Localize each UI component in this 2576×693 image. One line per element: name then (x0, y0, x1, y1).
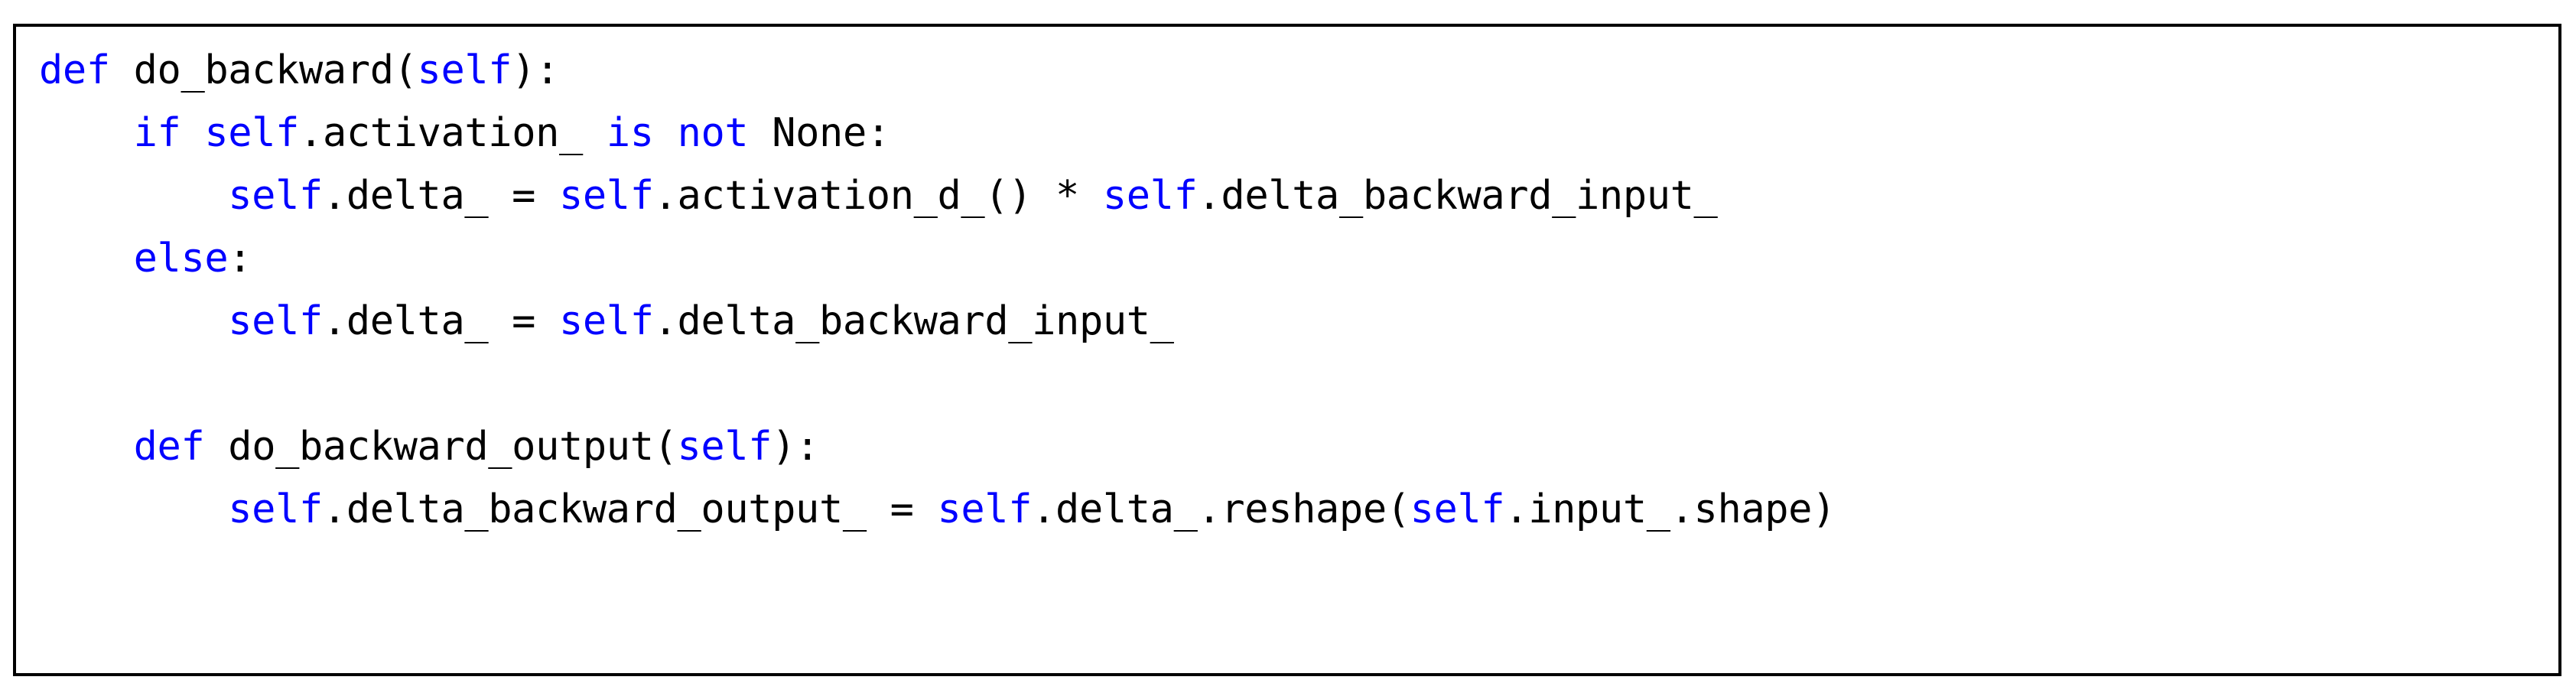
code-token-plain (39, 424, 134, 470)
code-token-plain: None: (748, 110, 890, 156)
code-token-kw: is (606, 110, 654, 156)
code-token-plain: .activation_ (299, 110, 607, 156)
code-token-plain (39, 486, 228, 532)
code-token-plain (654, 110, 678, 156)
code-token-self: self (937, 486, 1033, 532)
code-token-kw: def (39, 47, 110, 93)
code-token-plain: .delta_backward_input_ (1197, 173, 1718, 219)
code-token-kw: if (133, 110, 181, 156)
code-line: if self.activation_ is not None: (39, 102, 1836, 164)
code-token-plain: ): (772, 424, 819, 470)
code-line: def do_backward_output(self): (39, 415, 1836, 478)
code-token-plain: .input_.shape) (1504, 486, 1836, 532)
code-token-plain: do_backward( (109, 47, 418, 93)
code-block[interactable]: def do_backward(self): if self.activatio… (39, 39, 1836, 541)
code-line: def do_backward(self): (39, 39, 1836, 102)
code-line: self.delta_ = self.delta_backward_input_ (39, 290, 1836, 353)
code-token-plain: .activation_d_() * (653, 173, 1103, 219)
code-token-self: self (558, 298, 654, 344)
code-token-plain: : (228, 236, 252, 281)
code-token-self: self (417, 47, 512, 93)
code-token-kw: def (133, 424, 205, 470)
code-token-self: self (228, 173, 323, 219)
code-token-self: self (558, 173, 654, 219)
code-line: self.delta_backward_output_ = self.delta… (39, 478, 1836, 541)
code-token-self: self (228, 298, 323, 344)
code-token-plain: .delta_ = (322, 298, 559, 344)
code-token-self: self (1102, 173, 1198, 219)
code-token-plain: ): (512, 47, 559, 93)
code-line: self.delta_ = self.activation_d_() * sel… (39, 164, 1836, 227)
code-token-plain: .delta_backward_output_ = (322, 486, 938, 532)
code-listing-frame: def do_backward(self): if self.activatio… (13, 24, 2561, 676)
code-token-plain (39, 110, 134, 156)
code-token-self: self (1410, 486, 1505, 532)
code-line: else: (39, 227, 1836, 290)
code-token-plain (181, 110, 204, 156)
code-token-plain: .delta_backward_input_ (653, 298, 1174, 344)
code-token-plain: .delta_.reshape( (1032, 486, 1410, 532)
code-token-self: self (677, 424, 772, 470)
code-token-plain (39, 236, 134, 281)
code-token-plain (39, 298, 228, 344)
code-line (39, 353, 1836, 415)
code-token-plain: .delta_ = (322, 173, 559, 219)
code-token-self: self (228, 486, 323, 532)
code-token-self: self (204, 110, 300, 156)
code-token-plain: do_backward_output( (204, 424, 678, 470)
code-token-kw: not (677, 110, 749, 156)
code-token-kw: else (133, 236, 229, 281)
code-token-plain (39, 173, 228, 219)
